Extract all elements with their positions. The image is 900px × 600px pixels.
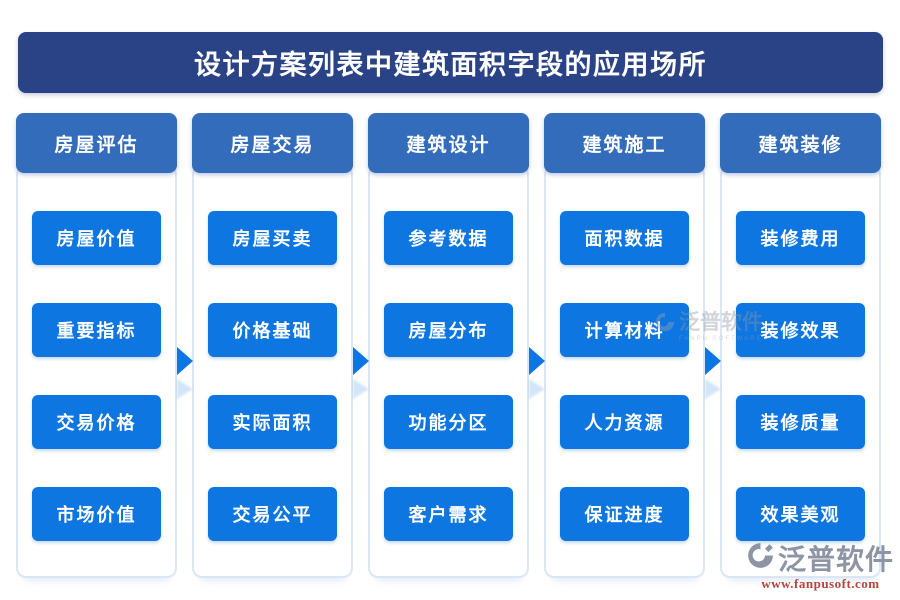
item-block: 客户需求 [384, 487, 513, 541]
item-block: 计算材料 [560, 303, 689, 357]
page-title: 设计方案列表中建筑面积字段的应用场所 [18, 32, 883, 93]
item-block: 实际面积 [208, 395, 337, 449]
item-block: 保证进度 [560, 487, 689, 541]
brand-url: www.fanpusoft.com [761, 576, 880, 591]
column-header: 房屋评估 [16, 113, 177, 173]
item-block: 价格基础 [208, 303, 337, 357]
item-block: 装修效果 [736, 303, 865, 357]
column-construction: 建筑施工 面积数据 计算材料 人力资源 保证进度 [544, 113, 705, 578]
item-block: 交易公平 [208, 487, 337, 541]
fanpu-logo-icon [747, 542, 774, 574]
item-block: 功能分区 [384, 395, 513, 449]
item-block: 人力资源 [560, 395, 689, 449]
column-header: 房屋交易 [192, 113, 353, 173]
column-header: 建筑施工 [544, 113, 705, 173]
item-block: 装修费用 [736, 211, 865, 265]
item-block: 房屋买卖 [208, 211, 337, 265]
arrow-right-icon [352, 346, 370, 406]
item-block: 装修质量 [736, 395, 865, 449]
arrow-right-icon [176, 346, 194, 406]
column-architectural-design: 建筑设计 参考数据 房屋分布 功能分区 客户需求 [368, 113, 529, 578]
item-block: 面积数据 [560, 211, 689, 265]
item-block: 交易价格 [32, 395, 161, 449]
arrow-right-icon [704, 346, 722, 406]
item-block: 房屋分布 [384, 303, 513, 357]
item-block: 房屋价值 [32, 211, 161, 265]
brand-logo: 泛普软件 www.fanpusoft.com [747, 538, 894, 592]
column-body: 房屋价值 重要指标 交易价格 市场价值 [16, 165, 177, 578]
column-header: 建筑装修 [720, 113, 881, 173]
column-body: 参考数据 房屋分布 功能分区 客户需求 [368, 165, 529, 578]
item-block: 重要指标 [32, 303, 161, 357]
column-body: 装修费用 装修效果 装修质量 效果美观 [720, 165, 881, 578]
column-body: 面积数据 计算材料 人力资源 保证进度 [544, 165, 705, 578]
arrow-right-icon [528, 346, 546, 406]
column-house-trading: 房屋交易 房屋买卖 价格基础 实际面积 交易公平 [192, 113, 353, 578]
column-decoration: 建筑装修 装修费用 装修效果 装修质量 效果美观 [720, 113, 881, 578]
columns-row: 房屋评估 房屋价值 重要指标 交易价格 市场价值 房屋交易 房屋买卖 价格基础 … [16, 113, 881, 578]
brand-name: 泛普软件 [777, 544, 894, 575]
item-block: 效果美观 [736, 487, 865, 541]
item-block: 市场价值 [32, 487, 161, 541]
column-header: 建筑设计 [368, 113, 529, 173]
column-house-appraisal: 房屋评估 房屋价值 重要指标 交易价格 市场价值 [16, 113, 177, 578]
column-body: 房屋买卖 价格基础 实际面积 交易公平 [192, 165, 353, 578]
item-block: 参考数据 [384, 211, 513, 265]
